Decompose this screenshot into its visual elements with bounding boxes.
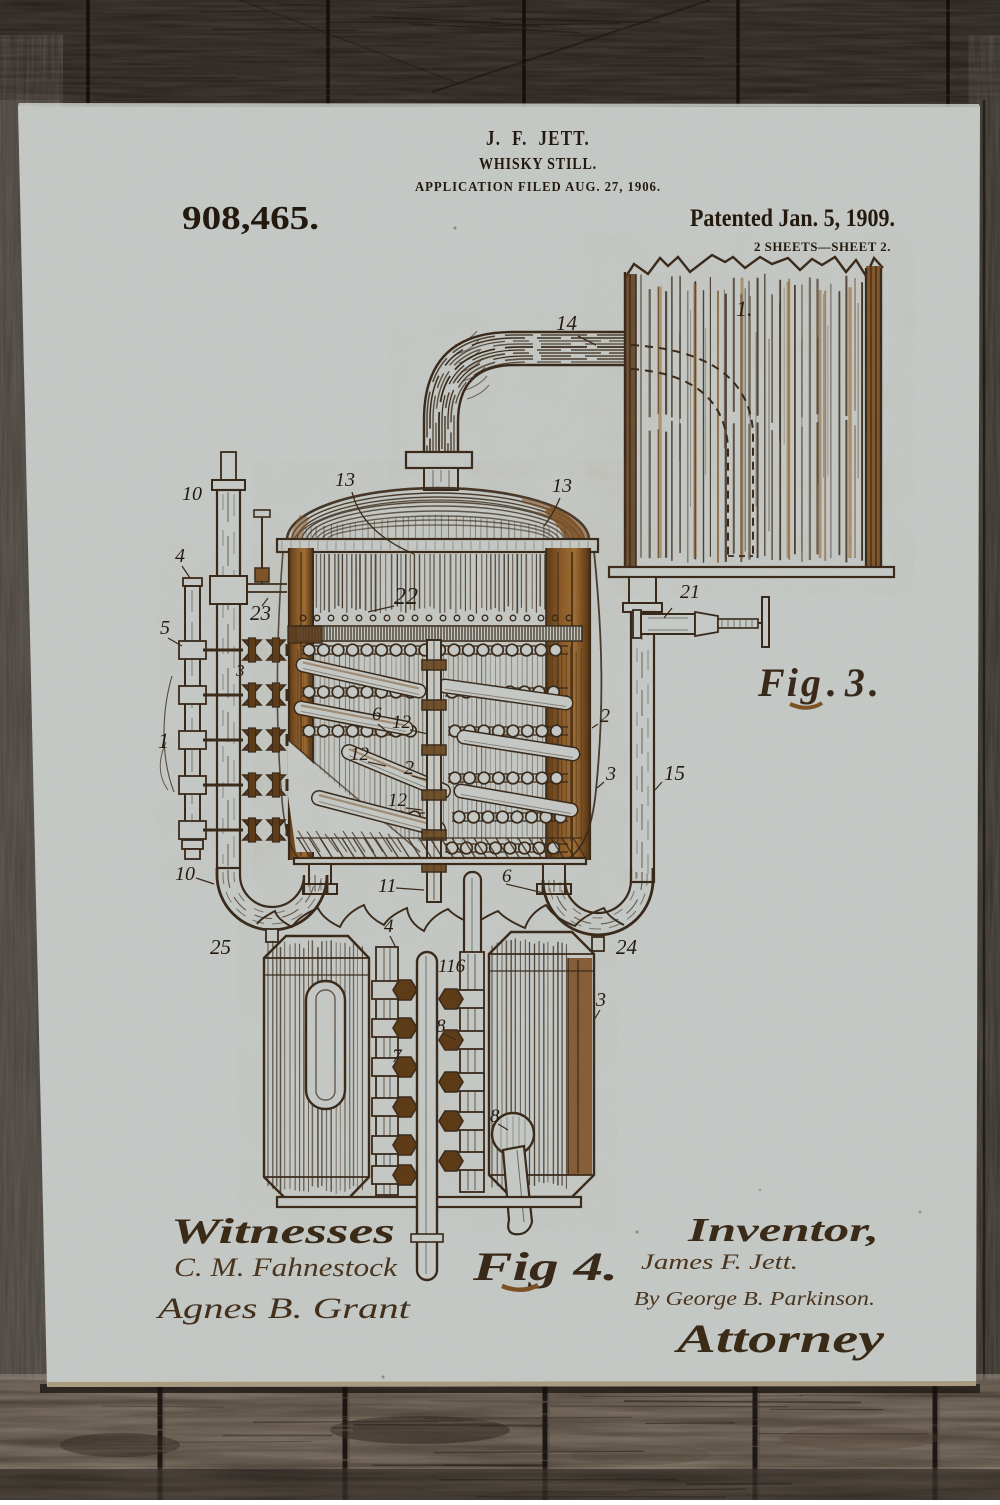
svg-text:11: 11 <box>378 875 397 897</box>
svg-text:Patented Jan. 5, 1909.: Patented Jan. 5, 1909. <box>690 205 895 232</box>
svg-text:Agnes B. Grant: Agnes B. Grant <box>155 1292 411 1325</box>
svg-text:21: 21 <box>680 581 700 603</box>
svg-text:25: 25 <box>210 935 231 959</box>
svg-text:15: 15 <box>664 761 685 785</box>
svg-text:James F. Jett.: James F. Jett. <box>641 1249 798 1274</box>
svg-text:C. M. Fahnestock: C. M. Fahnestock <box>174 1253 398 1282</box>
svg-text:Inventor,: Inventor, <box>687 1212 879 1249</box>
svg-text:908,465.: 908,465. <box>182 200 319 237</box>
svg-text:WHISKY STILL.: WHISKY STILL. <box>479 154 597 173</box>
svg-text:Fig.3.: Fig.3. <box>757 660 879 705</box>
svg-text:APPLICATION FILED AUG. 27, 190: APPLICATION FILED AUG. 27, 1906. <box>415 179 661 194</box>
svg-text:10: 10 <box>182 483 202 505</box>
svg-text:Witnesses: Witnesses <box>171 1211 395 1251</box>
svg-text:24: 24 <box>616 935 638 959</box>
svg-text:Attorney: Attorney <box>673 1316 885 1361</box>
svg-text:By George B. Parkinson.: By George B. Parkinson. <box>634 1288 875 1310</box>
svg-text:J. F. JETT.: J. F. JETT. <box>486 126 590 150</box>
svg-text:Fig 4.: Fig 4. <box>472 1244 618 1289</box>
